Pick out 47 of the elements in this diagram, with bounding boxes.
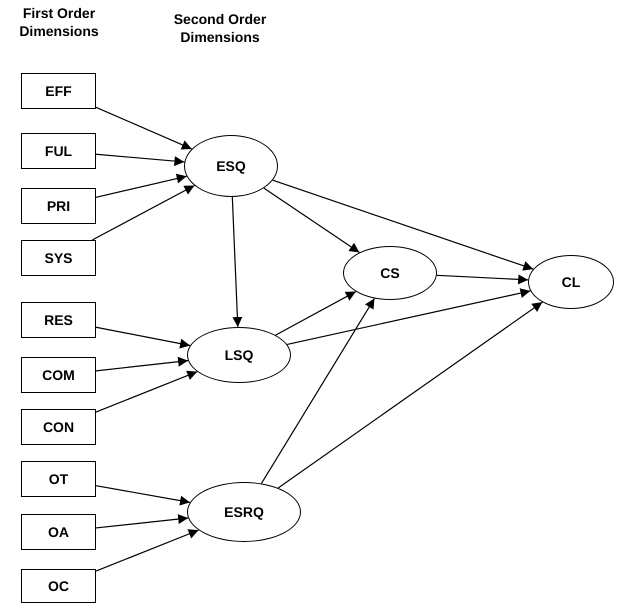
process-box bbox=[21, 569, 96, 603]
node-label: CS bbox=[380, 265, 400, 281]
arrow bbox=[278, 302, 543, 488]
process-box bbox=[21, 73, 96, 109]
arrow bbox=[260, 298, 375, 484]
process-box bbox=[21, 357, 96, 393]
column-heading: Second Order Dimensions bbox=[172, 10, 268, 46]
arrow bbox=[96, 485, 190, 506]
arrow bbox=[96, 326, 190, 349]
arrow bbox=[96, 174, 187, 198]
column-heading: First Order Dimensions bbox=[18, 4, 100, 40]
ellipse-node bbox=[528, 255, 614, 309]
arrow bbox=[232, 196, 242, 328]
arrow bbox=[92, 184, 195, 241]
ellipse-node bbox=[343, 246, 437, 300]
process-box bbox=[21, 461, 96, 497]
process-box bbox=[21, 302, 96, 338]
node-label: PRI bbox=[46, 198, 70, 214]
node-label: OC bbox=[48, 578, 69, 594]
arrow bbox=[275, 291, 356, 336]
process-box bbox=[21, 240, 96, 276]
node-label: CL bbox=[562, 274, 580, 290]
node-label: EFF bbox=[45, 83, 72, 99]
process-box bbox=[21, 188, 96, 224]
node-label: OT bbox=[48, 471, 68, 487]
arrow bbox=[436, 274, 528, 284]
node-label: CON bbox=[42, 419, 74, 435]
arrow bbox=[96, 106, 192, 150]
node-label: ESQ bbox=[216, 158, 246, 174]
arrow bbox=[96, 514, 188, 529]
node-label: LSQ bbox=[224, 347, 254, 363]
process-box bbox=[21, 514, 96, 550]
node-label: COM bbox=[42, 367, 75, 383]
process-box bbox=[21, 409, 96, 445]
arrow bbox=[96, 154, 184, 166]
node-label: FUL bbox=[44, 143, 72, 159]
node-label: ESRQ bbox=[224, 504, 264, 520]
arrow bbox=[272, 180, 534, 271]
arrow bbox=[96, 370, 198, 413]
node-label: OA bbox=[48, 524, 69, 540]
arrow bbox=[96, 529, 199, 572]
arrow bbox=[96, 356, 188, 372]
arrow bbox=[264, 188, 360, 253]
process-box bbox=[21, 133, 96, 169]
arrow bbox=[287, 288, 531, 345]
node-label: SYS bbox=[44, 250, 72, 266]
node-label: RES bbox=[44, 312, 73, 328]
